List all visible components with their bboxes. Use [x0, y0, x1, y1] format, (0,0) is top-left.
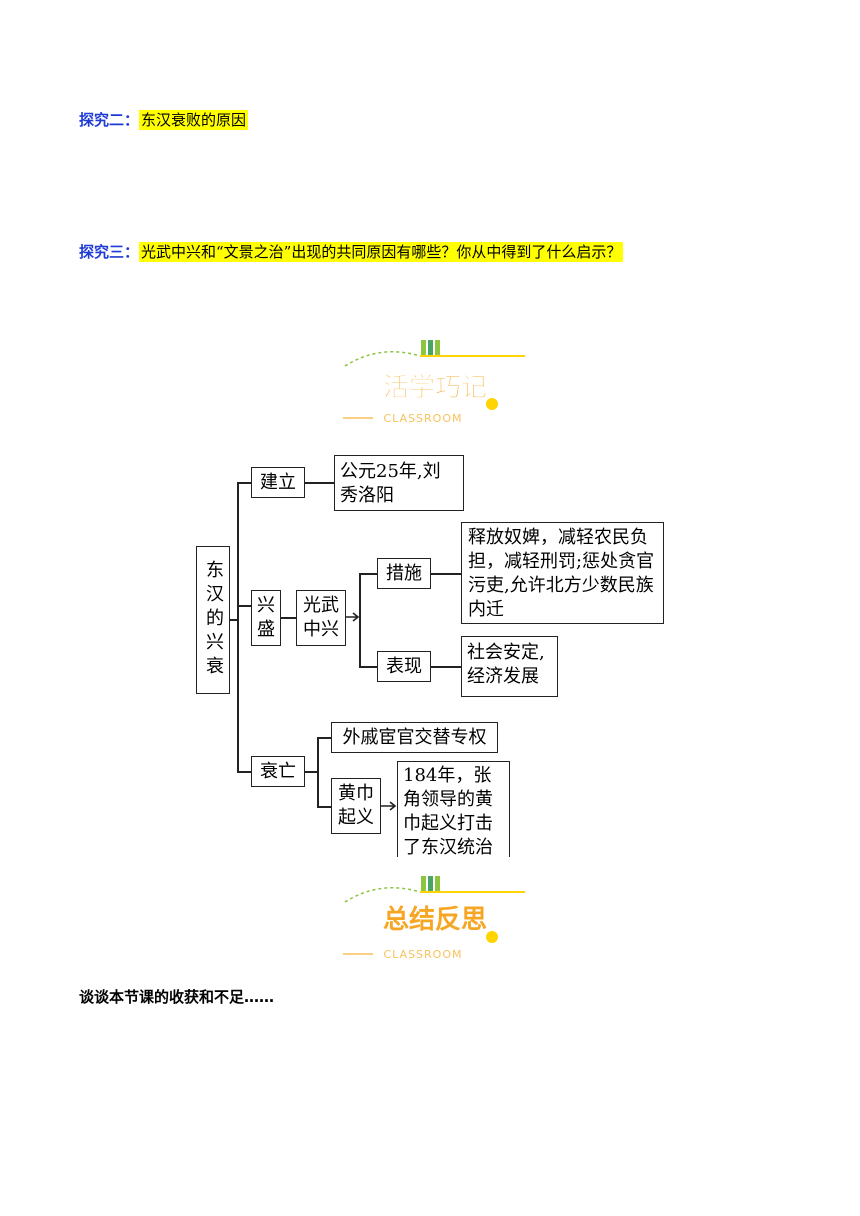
establish-box: 建立 — [251, 467, 305, 498]
banner-subtitle: CLASSROOM — [383, 412, 462, 424]
connector — [237, 482, 239, 772]
connector — [359, 666, 377, 668]
decline-b-detail: 184年，张角领导的黄巾起义打击了东汉统治 — [397, 761, 510, 857]
book-icon — [421, 340, 426, 355]
arrow-right-icon — [381, 801, 397, 811]
banner-subtitle: CLASSROOM — [383, 948, 462, 960]
rise-name-box: 光武中兴 — [296, 590, 346, 646]
root-label: 东汉的兴衰 — [203, 560, 224, 680]
performance-detail: 社会安定,经济发展 — [461, 636, 558, 697]
arrow-right-icon — [346, 612, 360, 622]
connector — [431, 666, 461, 668]
connector — [237, 605, 251, 607]
decline-b-box: 黄巾起义 — [331, 778, 381, 834]
measures-box: 措施 — [377, 558, 431, 589]
connector — [281, 617, 296, 619]
rise-name-label: 光武中兴 — [303, 595, 339, 640]
decline-label: 衰亡 — [260, 760, 296, 782]
banner-reflection: 总结反思 CLASSROOM — [335, 870, 535, 961]
connector — [305, 482, 334, 484]
connector — [317, 737, 319, 807]
connector — [431, 573, 461, 575]
performance-label: 表现 — [386, 655, 422, 677]
decline-box: 衰亡 — [251, 756, 305, 787]
measures-detail: 释放奴婢，减轻农民负担，减轻刑罚;惩处贪官污吏,允许北方少数民族内迁 — [461, 522, 664, 624]
closing-prompt: 谈谈本节课的收获和不足…… — [79, 988, 275, 1006]
banner-title: 总结反思 — [383, 905, 487, 935]
root-box: 东汉的兴衰 — [196, 546, 230, 694]
banner-graphic: 活学巧记 CLASSROOM — [343, 340, 525, 425]
measures-label: 措施 — [386, 562, 422, 584]
banner-memory: 活学巧记 CLASSROOM — [335, 334, 535, 425]
question-2: 探究二：东汉衰败的原因 — [79, 109, 249, 131]
rise-box: 兴盛 — [251, 590, 281, 646]
book-icon — [421, 876, 426, 891]
establish-detail: 公元25年,刘秀洛阳 — [334, 455, 464, 511]
performance-box: 表现 — [377, 651, 431, 682]
question-3: 探究三：光武中兴和“文景之治”出现的共同原因有哪些？你从中得到了什么启示？ — [79, 241, 624, 263]
question-text: 东汉衰败的原因 — [139, 110, 249, 130]
rise-label: 兴盛 — [257, 595, 275, 640]
connector — [305, 771, 318, 773]
connector — [230, 619, 238, 621]
banner-title: 活学巧记 — [383, 372, 487, 403]
connector — [317, 806, 331, 808]
banner-graphic: 总结反思 CLASSROOM — [343, 876, 525, 961]
decline-a-box: 外戚宦官交替专权 — [331, 722, 498, 753]
question-label: 探究二： — [79, 111, 140, 129]
establish-label: 建立 — [260, 471, 296, 493]
connector — [237, 482, 251, 484]
connector — [359, 573, 361, 667]
connector — [317, 737, 331, 739]
connector — [237, 771, 251, 773]
connector — [359, 573, 377, 575]
question-label: 探究三： — [79, 243, 140, 261]
question-text: 光武中兴和“文景之治”出现的共同原因有哪些？你从中得到了什么启示？ — [139, 242, 624, 262]
